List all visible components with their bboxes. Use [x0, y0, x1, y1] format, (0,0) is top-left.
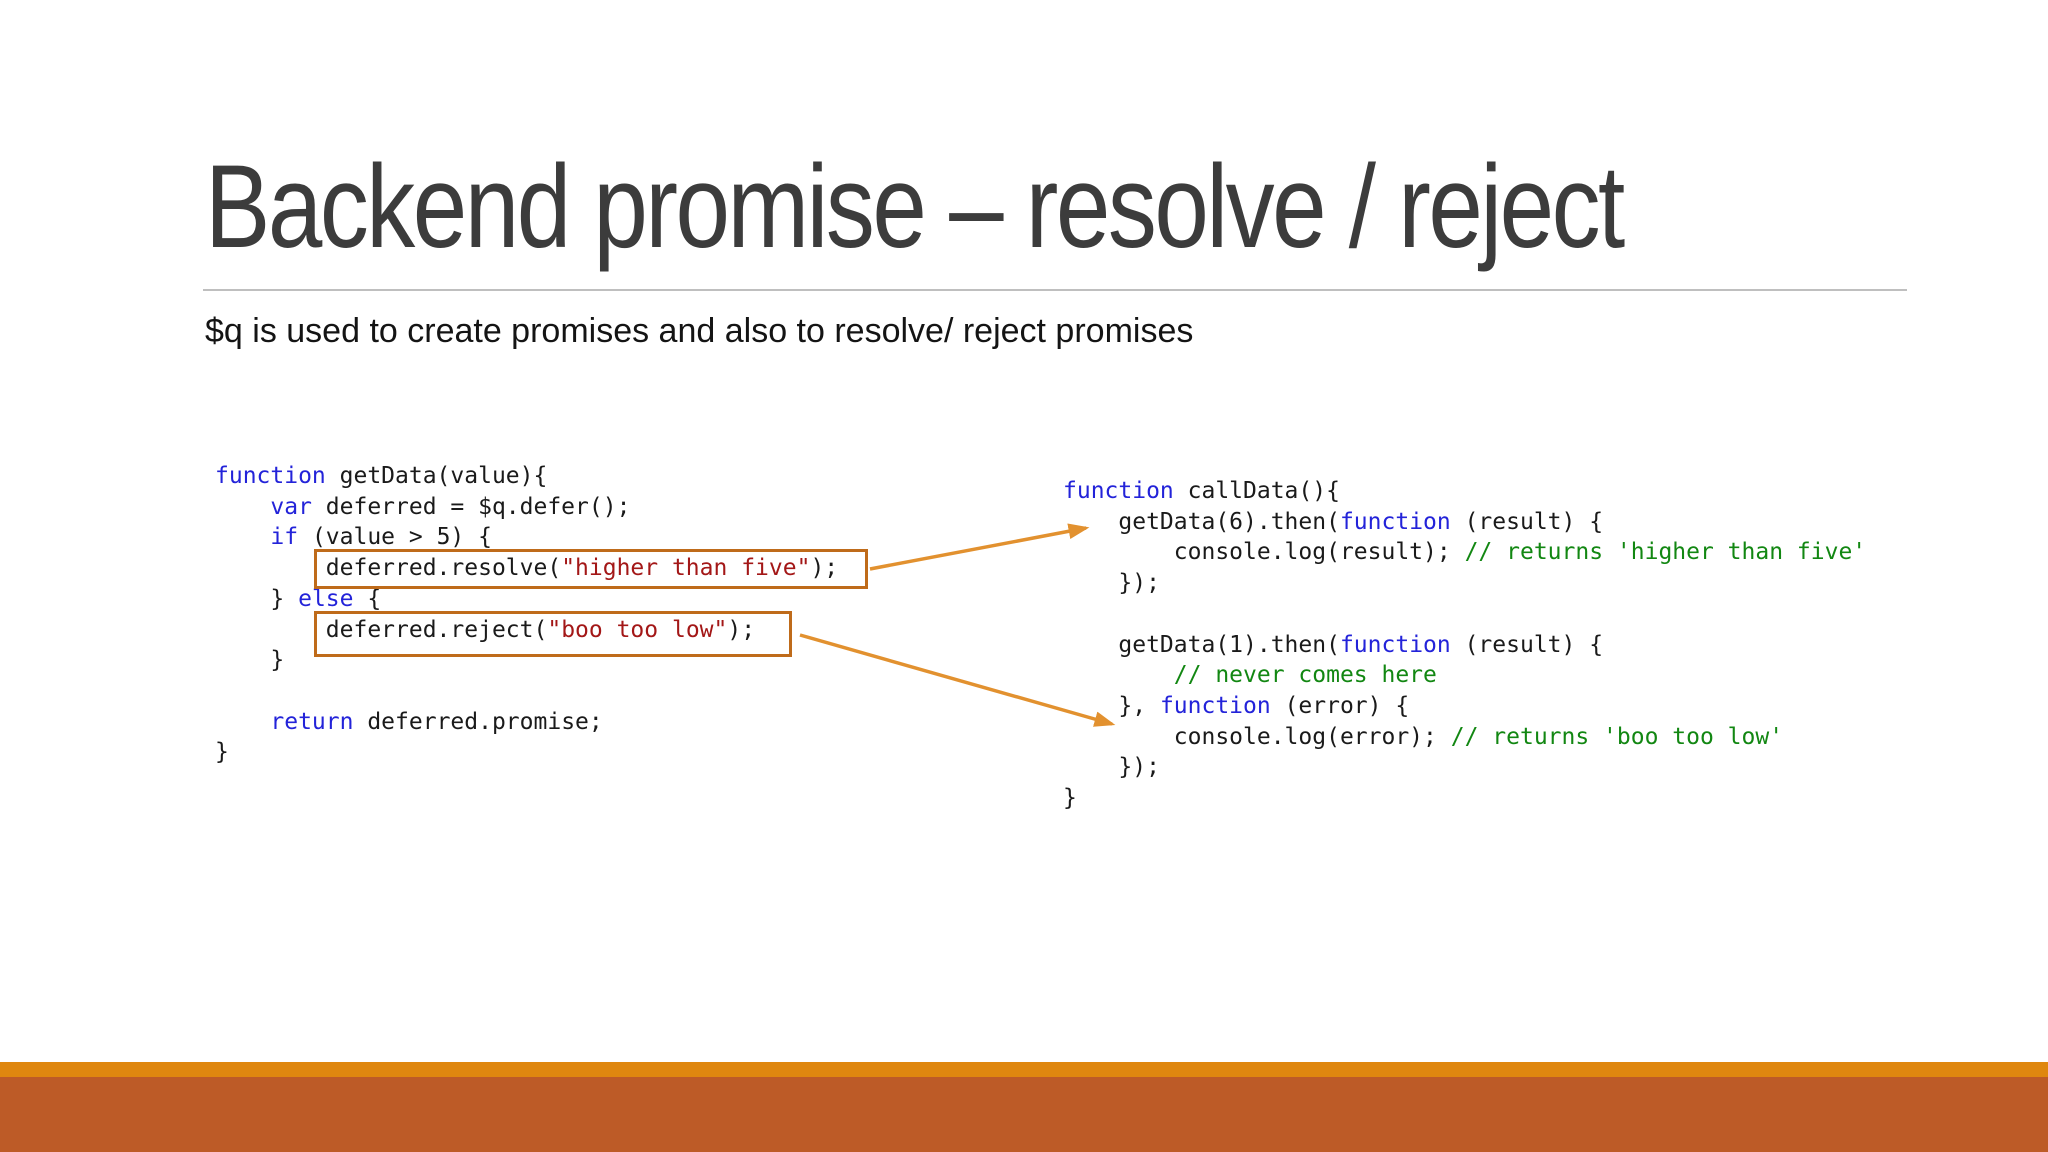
code-line: getData(6).then(function (result) {	[1063, 507, 1866, 538]
code-token: getData(value){	[325, 463, 548, 489]
code-line: console.log(result); // returns 'higher …	[1063, 537, 1866, 568]
code-line: deferred.resolve("higher than five");	[215, 553, 838, 584]
code-token: (error) {	[1270, 692, 1410, 719]
title-divider	[203, 289, 1907, 291]
code-line: }, function (error) {	[1063, 691, 1866, 722]
slide-subtitle: $q is used to create promises and also t…	[205, 312, 1194, 350]
code-line: });	[1063, 568, 1866, 599]
code-line	[1063, 599, 1866, 630]
code-token: function	[215, 463, 326, 489]
code-token: });	[1063, 570, 1160, 597]
code-token: deferred.reject(	[215, 616, 548, 643]
code-token: function	[1063, 478, 1174, 504]
code-block-calldata: function callData(){ getData(6).then(fun…	[1063, 476, 1866, 814]
code-line: deferred.reject("boo too low");	[215, 615, 838, 646]
code-token: });	[1063, 754, 1160, 781]
code-token: "higher than five"	[561, 555, 811, 582]
code-token: function	[1159, 692, 1271, 719]
code-token: getData(1).then(	[1063, 631, 1340, 658]
code-token: // returns 'higher than five'	[1464, 539, 1867, 566]
code-line: if (value > 5) {	[215, 522, 838, 553]
code-token: function	[1339, 508, 1451, 535]
code-token: callData(){	[1173, 478, 1340, 504]
code-token: var	[270, 493, 312, 520]
code-line: }	[215, 737, 838, 768]
code-token	[215, 524, 270, 550]
code-line: }	[1063, 783, 1866, 814]
code-line: } else {	[215, 584, 838, 615]
code-line: // never comes here	[1063, 660, 1866, 691]
code-token: }	[215, 647, 285, 674]
code-token: if	[270, 524, 299, 551]
code-token: }	[215, 585, 299, 612]
code-line	[215, 676, 838, 707]
code-token: deferred.resolve(	[215, 555, 562, 582]
code-token	[215, 494, 270, 520]
code-line: });	[1063, 752, 1866, 783]
code-token: console.log(result);	[1063, 539, 1465, 566]
code-token: {	[353, 585, 382, 612]
code-token: // returns 'boo too low'	[1450, 723, 1784, 750]
code-token: return	[270, 708, 354, 735]
code-token: );	[810, 555, 839, 582]
code-line: function getData(value){	[215, 461, 838, 492]
code-token: // never comes here	[1173, 662, 1437, 689]
code-token: },	[1063, 692, 1160, 719]
code-token: }	[1063, 785, 1077, 812]
code-token: }	[215, 739, 229, 766]
code-token	[215, 709, 270, 735]
code-line: getData(1).then(function (result) {	[1063, 630, 1866, 661]
code-token: getData(6).then(	[1063, 508, 1340, 535]
code-token: console.log(error);	[1063, 723, 1451, 750]
slide-title: Backend promise – resolve / reject	[205, 141, 1625, 273]
code-line: var deferred = $q.defer();	[215, 492, 838, 523]
code-token: deferred = $q.defer();	[311, 493, 631, 520]
code-block-getdata: function getData(value){ var deferred = …	[215, 461, 838, 768]
code-token: function	[1339, 631, 1451, 658]
code-token: (result) {	[1450, 631, 1604, 658]
code-token: );	[727, 616, 756, 643]
code-line: function callData(){	[1063, 476, 1866, 507]
code-token: else	[298, 585, 354, 612]
footer-bar	[0, 1077, 2048, 1152]
code-token: (value > 5) {	[298, 524, 492, 551]
code-token: deferred.promise;	[353, 708, 603, 735]
code-line: console.log(error); // returns 'boo too …	[1063, 722, 1866, 753]
code-token: "boo too low"	[547, 616, 728, 643]
footer-accent-stripe	[0, 1062, 2048, 1077]
code-line: }	[215, 645, 838, 676]
code-token	[1063, 662, 1174, 688]
code-token: (result) {	[1450, 508, 1604, 535]
code-line: return deferred.promise;	[215, 707, 838, 738]
resolve-arrow	[869, 523, 1090, 571]
